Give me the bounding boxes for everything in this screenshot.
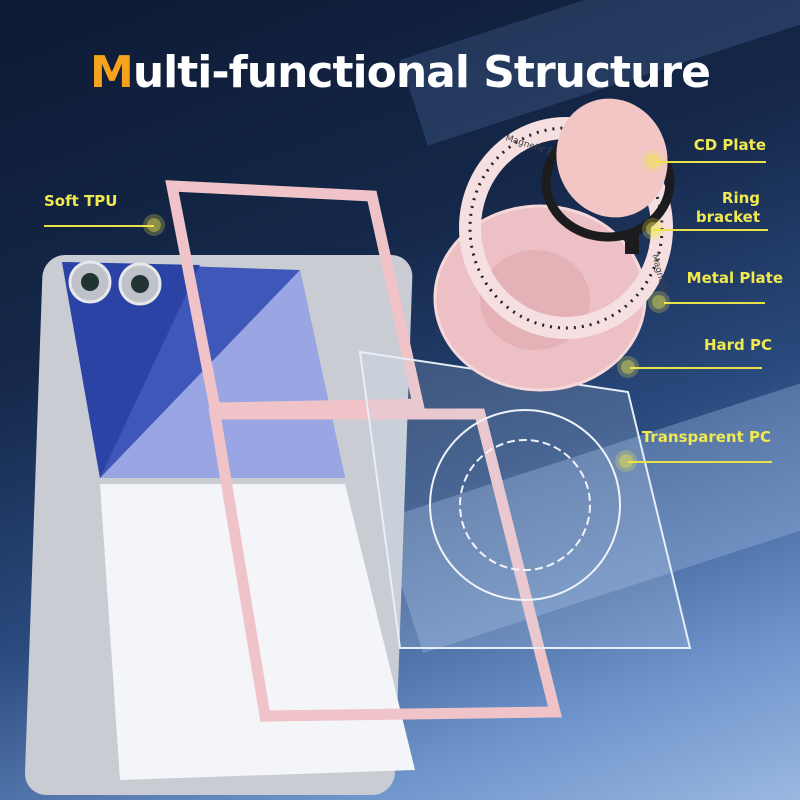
callout-dot — [147, 218, 161, 232]
callout-dot — [652, 295, 666, 309]
callout-dot — [619, 454, 633, 468]
callout-dot — [646, 222, 660, 236]
metal-ring-dots — [468, 126, 664, 330]
ring-bracket-hinge — [625, 232, 639, 254]
callout-dot — [646, 154, 660, 168]
soft-tpu-frame — [165, 180, 563, 722]
callout-line — [44, 225, 154, 227]
callout-line — [652, 229, 768, 231]
label-transparent-pc: Transparent PC — [641, 428, 771, 446]
callout-line — [628, 461, 772, 463]
screen-highlight — [100, 270, 345, 478]
label-cd-plate: CD Plate — [693, 136, 766, 154]
title-rest: ulti-functional Structure — [132, 47, 711, 99]
magnet-ring-inner — [459, 439, 591, 571]
page-title: Multi-functional Structure — [0, 47, 800, 98]
callout-line — [655, 161, 766, 163]
phone — [24, 255, 415, 795]
hard-pc-ring-holder — [433, 204, 647, 392]
callout-line — [630, 367, 762, 369]
label-ring-bracket-line1: Ring — [721, 189, 760, 207]
screen-shade — [62, 262, 200, 478]
cd-plate — [556, 98, 668, 218]
phone-main-body — [100, 484, 415, 780]
camera-lens-center — [81, 273, 99, 291]
label-soft-tpu: Soft TPU — [44, 192, 118, 210]
frame-lower-half — [208, 408, 563, 722]
label-hard-pc: Hard PC — [703, 336, 772, 354]
title-first-letter: M — [90, 47, 134, 99]
frame-upper-half — [165, 180, 425, 414]
label-metal-plate: Metal Plate — [686, 269, 783, 287]
camera-lens-center — [131, 275, 149, 293]
magnet-ring-outline — [429, 409, 621, 601]
transparent-pc-plate — [358, 350, 692, 649]
clear-plate — [358, 350, 692, 649]
label-ring-bracket-line2: bracket — [695, 208, 760, 226]
callout-line — [664, 302, 765, 304]
callout-dot — [621, 360, 635, 374]
